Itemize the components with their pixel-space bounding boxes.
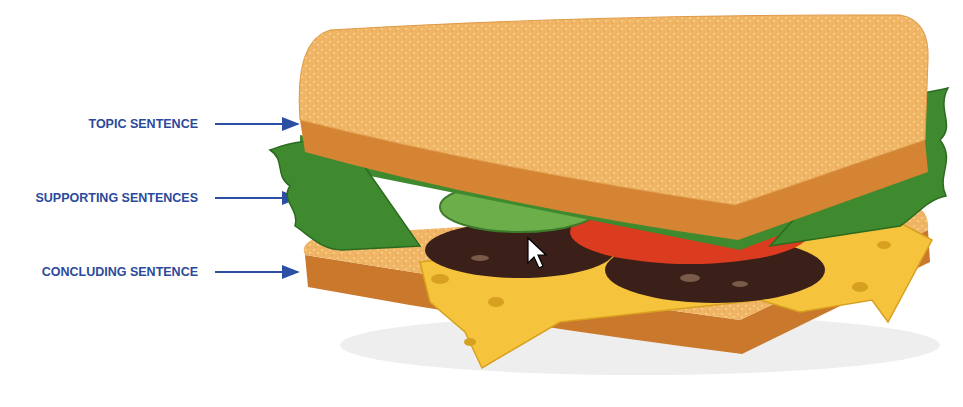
part-label: SUPPORTING SENTENCES (5, 190, 198, 206)
top-bread (299, 15, 928, 205)
mouse-cursor (528, 238, 546, 268)
salami-spot (471, 255, 489, 261)
part-label: TOPIC SENTENCE (5, 116, 198, 132)
cheese-hole (464, 338, 476, 346)
part-label: CONCLUDING SENTENCE (5, 264, 198, 280)
cheese-hole (431, 274, 449, 284)
cheese-hole (877, 241, 891, 249)
cheese-hole (852, 282, 868, 292)
leader-arrow (215, 271, 298, 273)
cheese-hole (488, 297, 504, 307)
leader-arrow (215, 123, 298, 125)
leader-arrow (215, 197, 298, 199)
salami-spot (732, 281, 748, 287)
salami-spot (680, 274, 700, 282)
